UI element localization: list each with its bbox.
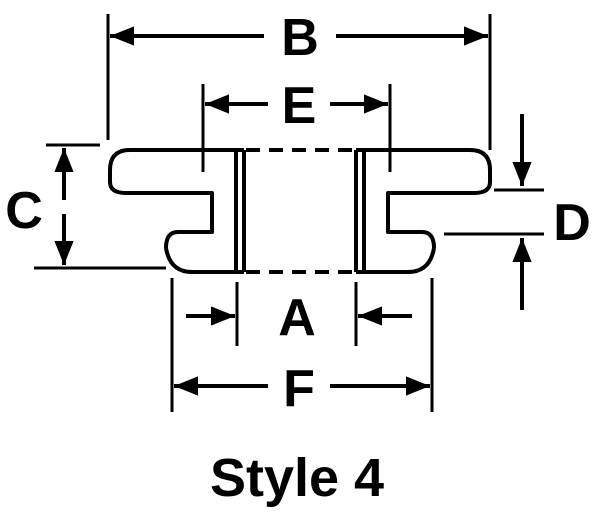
style-caption: Style 4 bbox=[210, 448, 384, 508]
dim-f-label: F bbox=[283, 360, 315, 418]
grommet-right-profile bbox=[362, 148, 492, 274]
dim-b-label: B bbox=[281, 9, 319, 67]
dim-a-label: A bbox=[278, 289, 316, 347]
dim-e-label: E bbox=[282, 77, 317, 135]
dim-d-label: D bbox=[553, 194, 591, 252]
dim-c-label: C bbox=[5, 182, 43, 240]
grommet-left-profile bbox=[108, 148, 238, 274]
